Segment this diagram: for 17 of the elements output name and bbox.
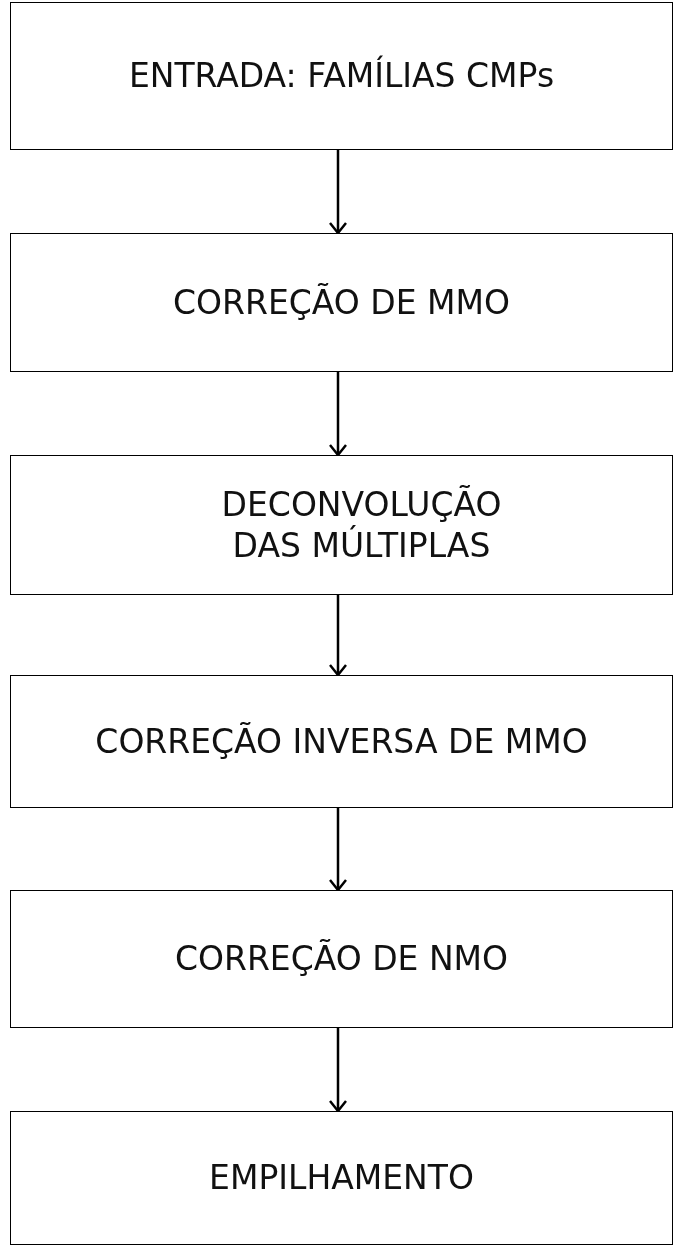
process-box: [10, 675, 673, 808]
box-label: EMPILHAMENTO: [209, 1157, 474, 1199]
arrow: [328, 808, 348, 892]
box-label: CORREÇÃO DE NMO: [174, 938, 509, 980]
process-box: [10, 455, 673, 595]
arrow: [328, 595, 348, 677]
process-box: [10, 890, 673, 1028]
process-box: [10, 2, 673, 150]
box-label: ENTRADA: FAMÍLIAS CMPs: [128, 55, 555, 97]
box-label: CORREÇÃO INVERSA DE MMO: [95, 720, 588, 763]
arrow: [328, 372, 348, 457]
process-box: [10, 233, 673, 372]
box-label: CORREÇÃO DE MMO: [173, 281, 510, 324]
process-box: [10, 1111, 673, 1245]
arrow: [328, 1028, 348, 1113]
box-label: DECONVOLUÇÃO DAS MÚLTIPLAS: [220, 483, 503, 567]
arrow: [328, 150, 348, 235]
